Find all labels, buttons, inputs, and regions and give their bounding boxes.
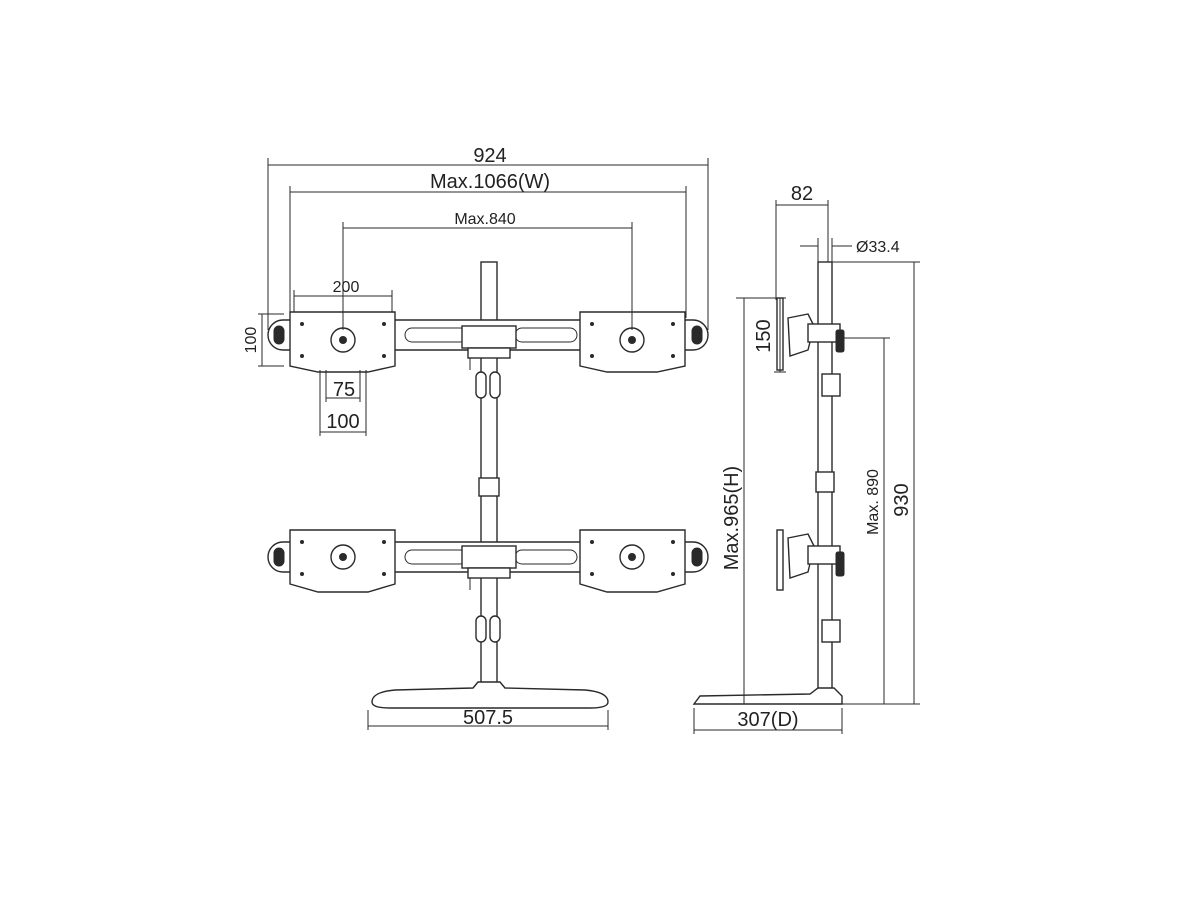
label-base-width: 507.5 xyxy=(463,707,513,729)
label-plate-width: 200 xyxy=(333,279,360,296)
arm-end-cap xyxy=(691,547,703,567)
front-upper-clamp xyxy=(461,325,517,349)
front-plate-lower-right xyxy=(579,529,686,593)
front-knuckle xyxy=(475,615,487,643)
clamp-lip xyxy=(467,347,511,359)
label-overall-width: 924 xyxy=(473,145,506,167)
label-pole-offset: 82 xyxy=(791,183,813,205)
arm-end-cap xyxy=(273,325,285,345)
side-base xyxy=(692,687,843,705)
label-pole-height: 930 xyxy=(891,483,913,516)
side-upper-tilt-head xyxy=(776,297,845,397)
arm-end-cap xyxy=(273,547,285,567)
label-base-depth: 307(D) xyxy=(737,709,798,731)
side-dimension-lines xyxy=(693,200,920,734)
clamp-lip xyxy=(467,567,511,579)
label-vesa-small: 75 xyxy=(333,379,355,401)
label-max-width: Max.1066(W) xyxy=(430,171,550,193)
side-collar xyxy=(821,373,841,397)
side-lower-tilt-head xyxy=(776,529,845,643)
label-plate-side-height: 150 xyxy=(753,319,775,352)
front-dimension-lines xyxy=(258,158,709,730)
front-knuckle xyxy=(475,371,487,399)
side-collar xyxy=(815,471,835,493)
front-collar xyxy=(478,477,500,497)
label-max-height: Max.965(H) xyxy=(721,466,743,570)
side-collar xyxy=(821,619,841,643)
side-view xyxy=(692,261,845,705)
front-base xyxy=(371,681,609,709)
label-vesa-large: 100 xyxy=(326,411,359,433)
front-plate-upper-left xyxy=(289,311,396,373)
label-max-spacing: Max.840 xyxy=(454,211,515,228)
front-knuckle xyxy=(489,615,501,643)
arm-end-cap xyxy=(691,325,703,345)
front-plate-lower-left xyxy=(289,529,396,593)
front-view xyxy=(267,261,709,709)
dimension-labels: 924 Max.1066(W) Max.840 200 100 75 100 5… xyxy=(243,145,913,731)
front-knuckle xyxy=(489,371,501,399)
label-max-arm-height: Max. 890 xyxy=(865,469,882,535)
label-plate-height: 100 xyxy=(243,327,260,354)
label-pole-diameter: Ø33.4 xyxy=(856,239,900,256)
front-lower-clamp xyxy=(461,545,517,569)
